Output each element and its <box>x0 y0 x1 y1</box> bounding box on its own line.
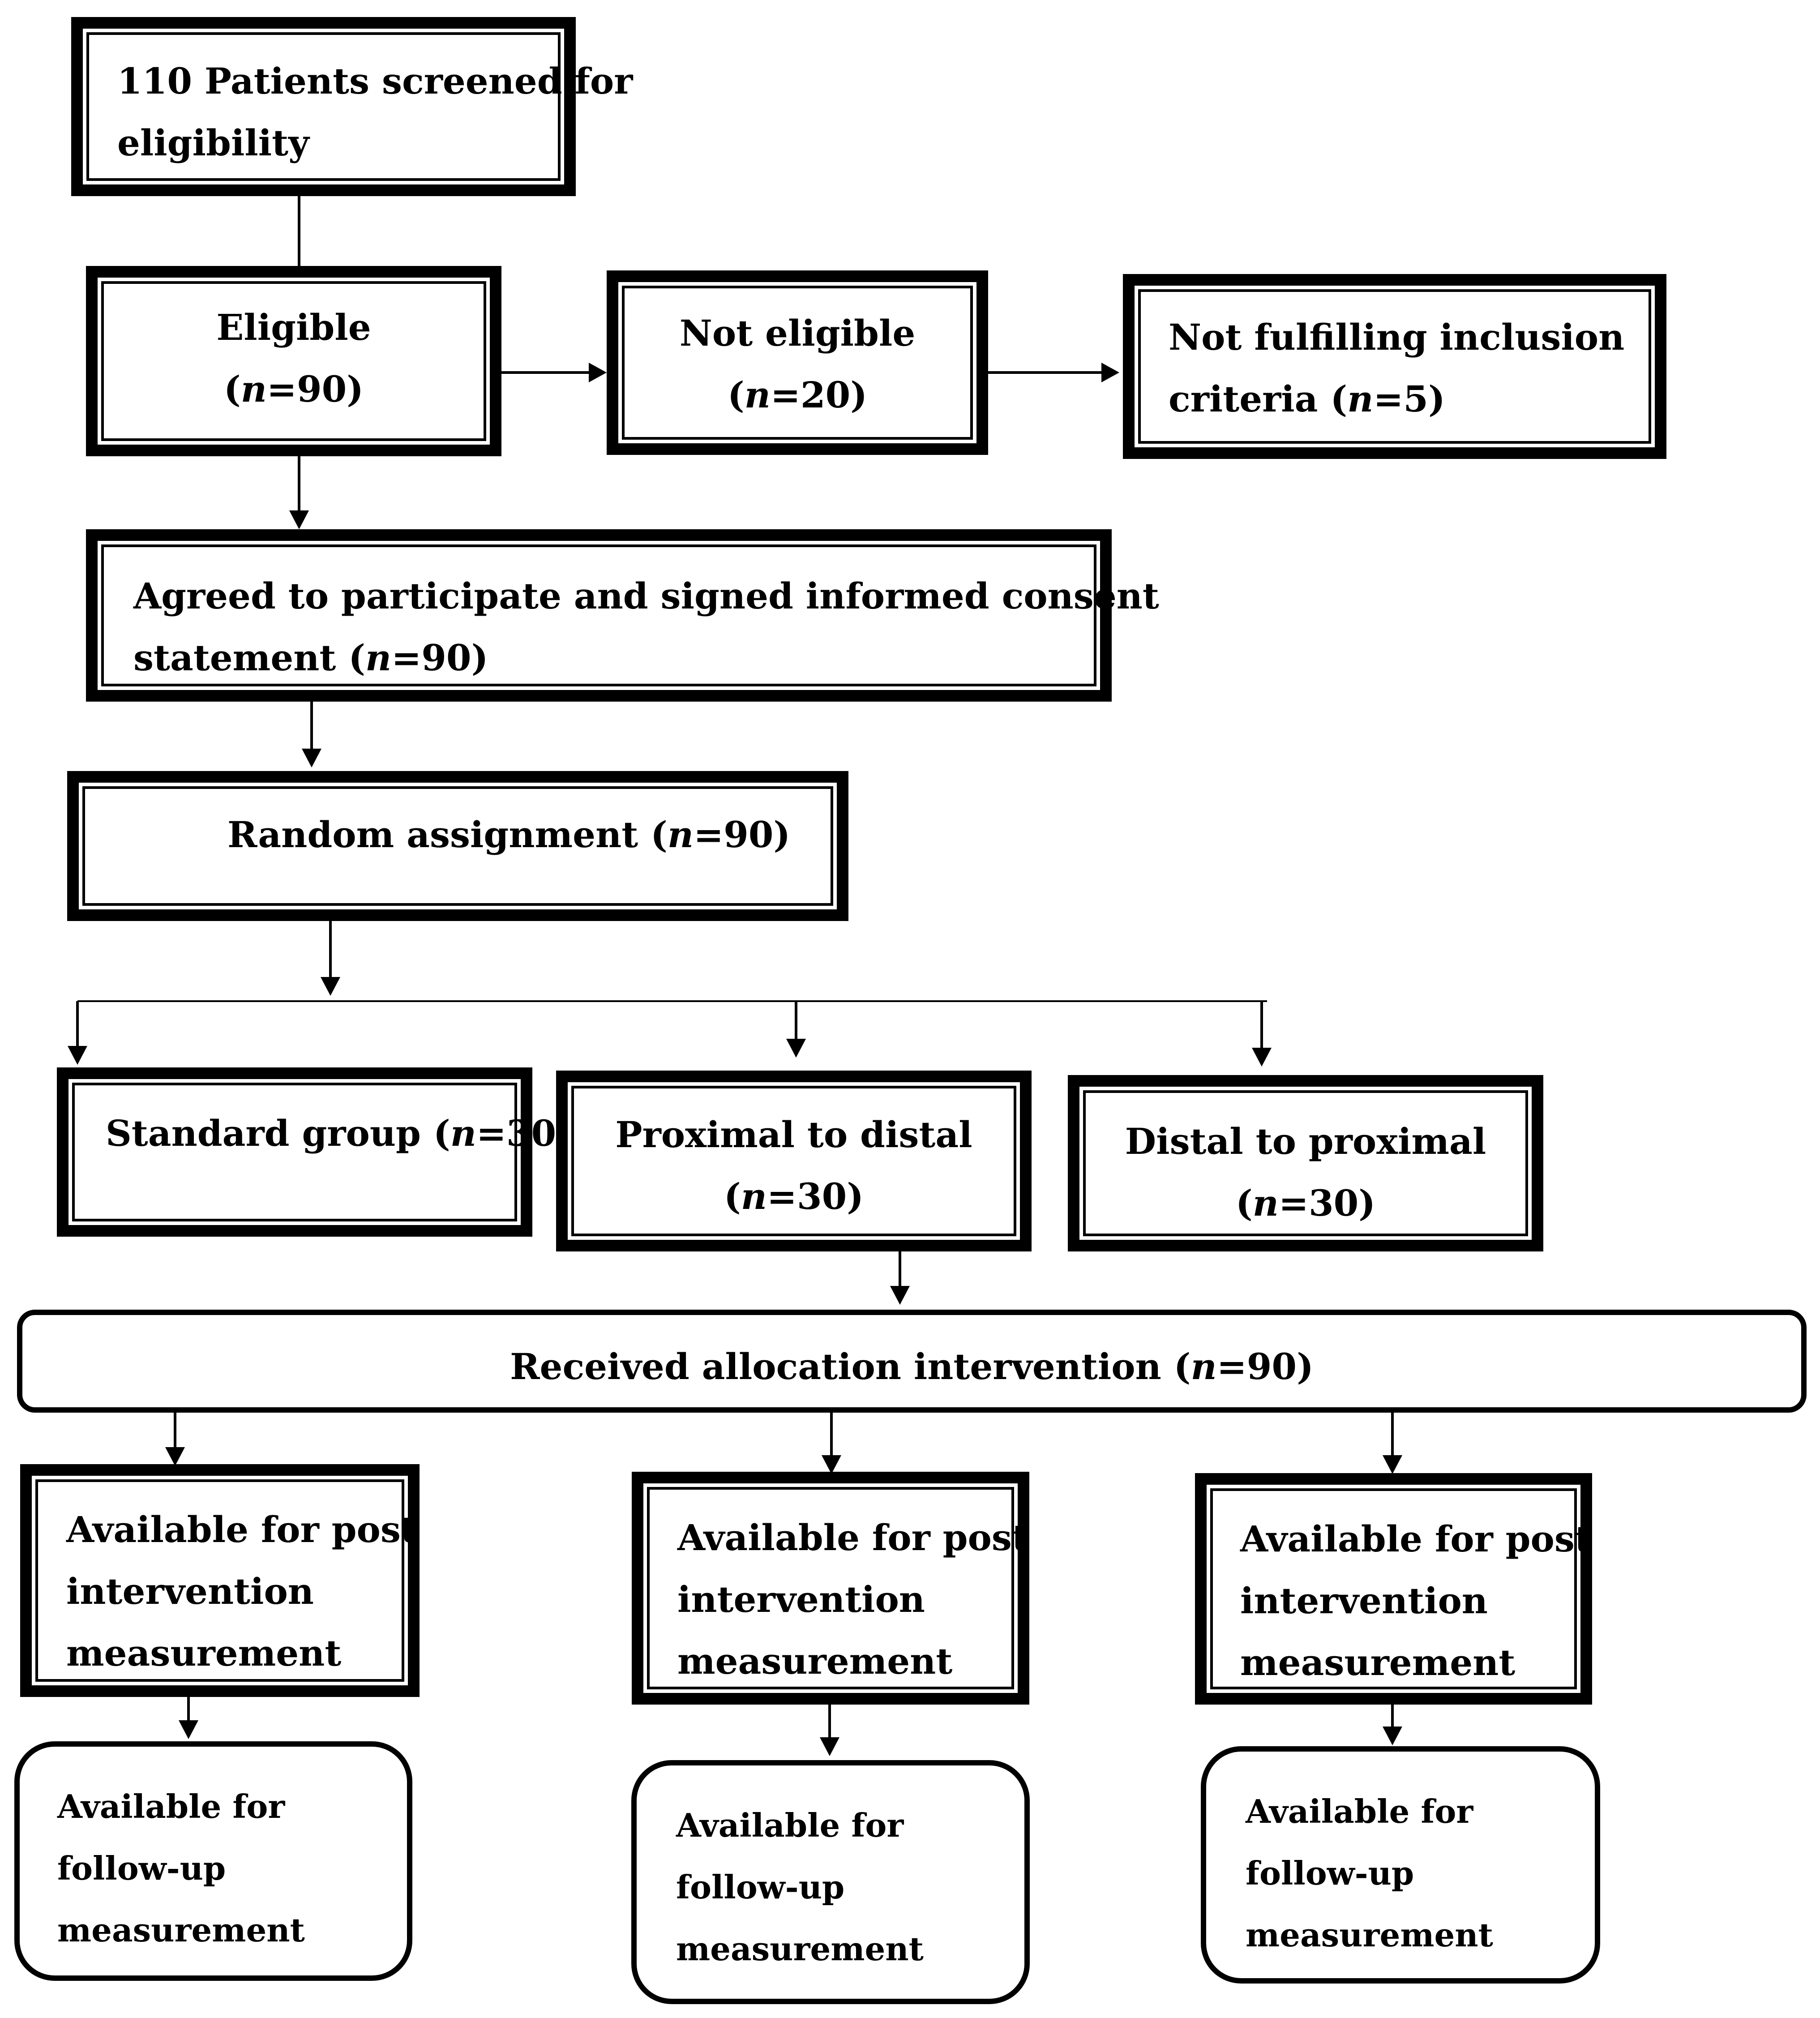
received-box <box>17 1310 1807 1413</box>
arrowhead <box>68 1046 87 1065</box>
standard-text: Standard group (n=30) <box>106 1102 574 1164</box>
agreed-line-1: Agreed to participate and signed informe… <box>133 575 1159 617</box>
screened-text: 110 Patients screened for eligibility <box>117 50 633 174</box>
arrowhead <box>890 1286 910 1305</box>
prox-distal-count: (n=30) <box>724 1175 864 1217</box>
followup-1-line-1: Available for <box>57 1787 285 1825</box>
screened-box <box>71 17 576 196</box>
distal-prox-label: Distal to proximal <box>1125 1120 1486 1162</box>
followup-box-1 <box>14 1741 412 1981</box>
followup-text-1: Available for follow-up measurement <box>57 1776 398 1961</box>
random-text: Random assignment (n=90) <box>227 804 809 865</box>
screened-line-1: 110 Patients screened for <box>117 60 633 102</box>
followup-2-line-3: measurement <box>676 1930 924 1968</box>
agreed-line-2: statement (n=90) <box>133 637 488 679</box>
followup-3-line-3: measurement <box>1246 1916 1493 1954</box>
post-box-2 <box>632 1472 1029 1705</box>
arrowhead <box>1383 1727 1402 1745</box>
eligible-count: (n=90) <box>223 368 364 410</box>
followup-text-3: Available for follow-up measurement <box>1246 1781 1586 1966</box>
received-label: Received allocation intervention (n=90) <box>510 1345 1314 1388</box>
not-eligible-count: (n=20) <box>727 374 868 416</box>
eligible-text: Eligible (n=90) <box>104 296 484 420</box>
arrowhead <box>179 1720 198 1739</box>
arrowhead <box>1252 1048 1272 1067</box>
not-eligible-box <box>607 270 988 455</box>
followup-2-line-2: follow-up <box>676 1868 845 1906</box>
distal-prox-box <box>1068 1075 1543 1251</box>
arrowhead <box>822 1455 841 1474</box>
not-fulfilling-text: Not fulfilling inclusion criteria (n=5) <box>1169 306 1625 430</box>
followup-box-3 <box>1201 1746 1600 1984</box>
followup-1-line-2: follow-up <box>57 1849 226 1887</box>
arrowhead <box>1383 1455 1402 1474</box>
not-fulfilling-line-1: Not fulfilling inclusion <box>1169 316 1625 358</box>
eligible-label: Eligible <box>216 306 371 348</box>
prox-distal-label: Proximal to distal <box>615 1114 972 1156</box>
prox-distal-text: Proximal to distal (n=30) <box>574 1104 1014 1227</box>
arrowhead <box>289 510 309 529</box>
followup-1-line-3: measurement <box>57 1911 305 1949</box>
arrowhead <box>1101 363 1119 382</box>
followup-2-line-1: Available for <box>676 1806 904 1844</box>
prox-distal-box <box>556 1071 1032 1251</box>
screened-line-2: eligibility <box>117 122 309 164</box>
not-eligible-label: Not eligible <box>679 312 916 354</box>
not-eligible-text: Not eligible (n=20) <box>625 302 970 426</box>
followup-box-2 <box>631 1760 1030 2004</box>
random-label: Random assignment (n=90) <box>227 814 791 856</box>
standard-box <box>57 1067 532 1237</box>
not-fulfilling-line-2: criteria (n=5) <box>1169 378 1445 420</box>
followup-3-line-1: Available for <box>1246 1792 1473 1830</box>
agreed-box <box>86 529 1112 702</box>
post-2-line-2: intervention <box>677 1578 925 1620</box>
received-text: Received allocation intervention (n=90) <box>17 1336 1807 1397</box>
eligible-box <box>86 266 501 456</box>
distal-prox-count: (n=30) <box>1235 1182 1376 1224</box>
random-box <box>67 771 848 921</box>
arrowhead <box>786 1039 806 1058</box>
post-1-line-2: intervention <box>66 1570 314 1612</box>
post-text-2: Available for post intervention measurem… <box>677 1507 1028 1692</box>
post-2-line-1: Available for post <box>677 1517 1028 1559</box>
arrowhead <box>321 977 340 996</box>
followup-text-2: Available for follow-up measurement <box>676 1795 1016 1980</box>
arrowhead <box>302 749 321 767</box>
distal-prox-text: Distal to proximal (n=30) <box>1086 1110 1525 1234</box>
post-text-1: Available for post intervention measurem… <box>66 1499 417 1684</box>
post-1-line-1: Available for post <box>66 1508 417 1551</box>
post-box-1 <box>20 1464 420 1697</box>
post-box-3 <box>1195 1473 1592 1705</box>
arrowhead <box>165 1447 185 1466</box>
post-3-line-2: intervention <box>1240 1580 1488 1622</box>
post-3-line-3: measurement <box>1240 1641 1516 1684</box>
post-1-line-3: measurement <box>66 1632 342 1674</box>
agreed-text: Agreed to participate and signed informe… <box>133 565 1159 689</box>
post-3-line-1: Available for post <box>1240 1518 1591 1560</box>
post-text-3: Available for post intervention measurem… <box>1240 1508 1591 1693</box>
arrowhead <box>589 363 607 382</box>
post-2-line-3: measurement <box>677 1640 953 1682</box>
followup-3-line-2: follow-up <box>1246 1854 1414 1892</box>
arrowhead <box>820 1737 839 1756</box>
standard-label: Standard group (n=30) <box>106 1112 574 1154</box>
not-fulfilling-box <box>1123 274 1666 459</box>
